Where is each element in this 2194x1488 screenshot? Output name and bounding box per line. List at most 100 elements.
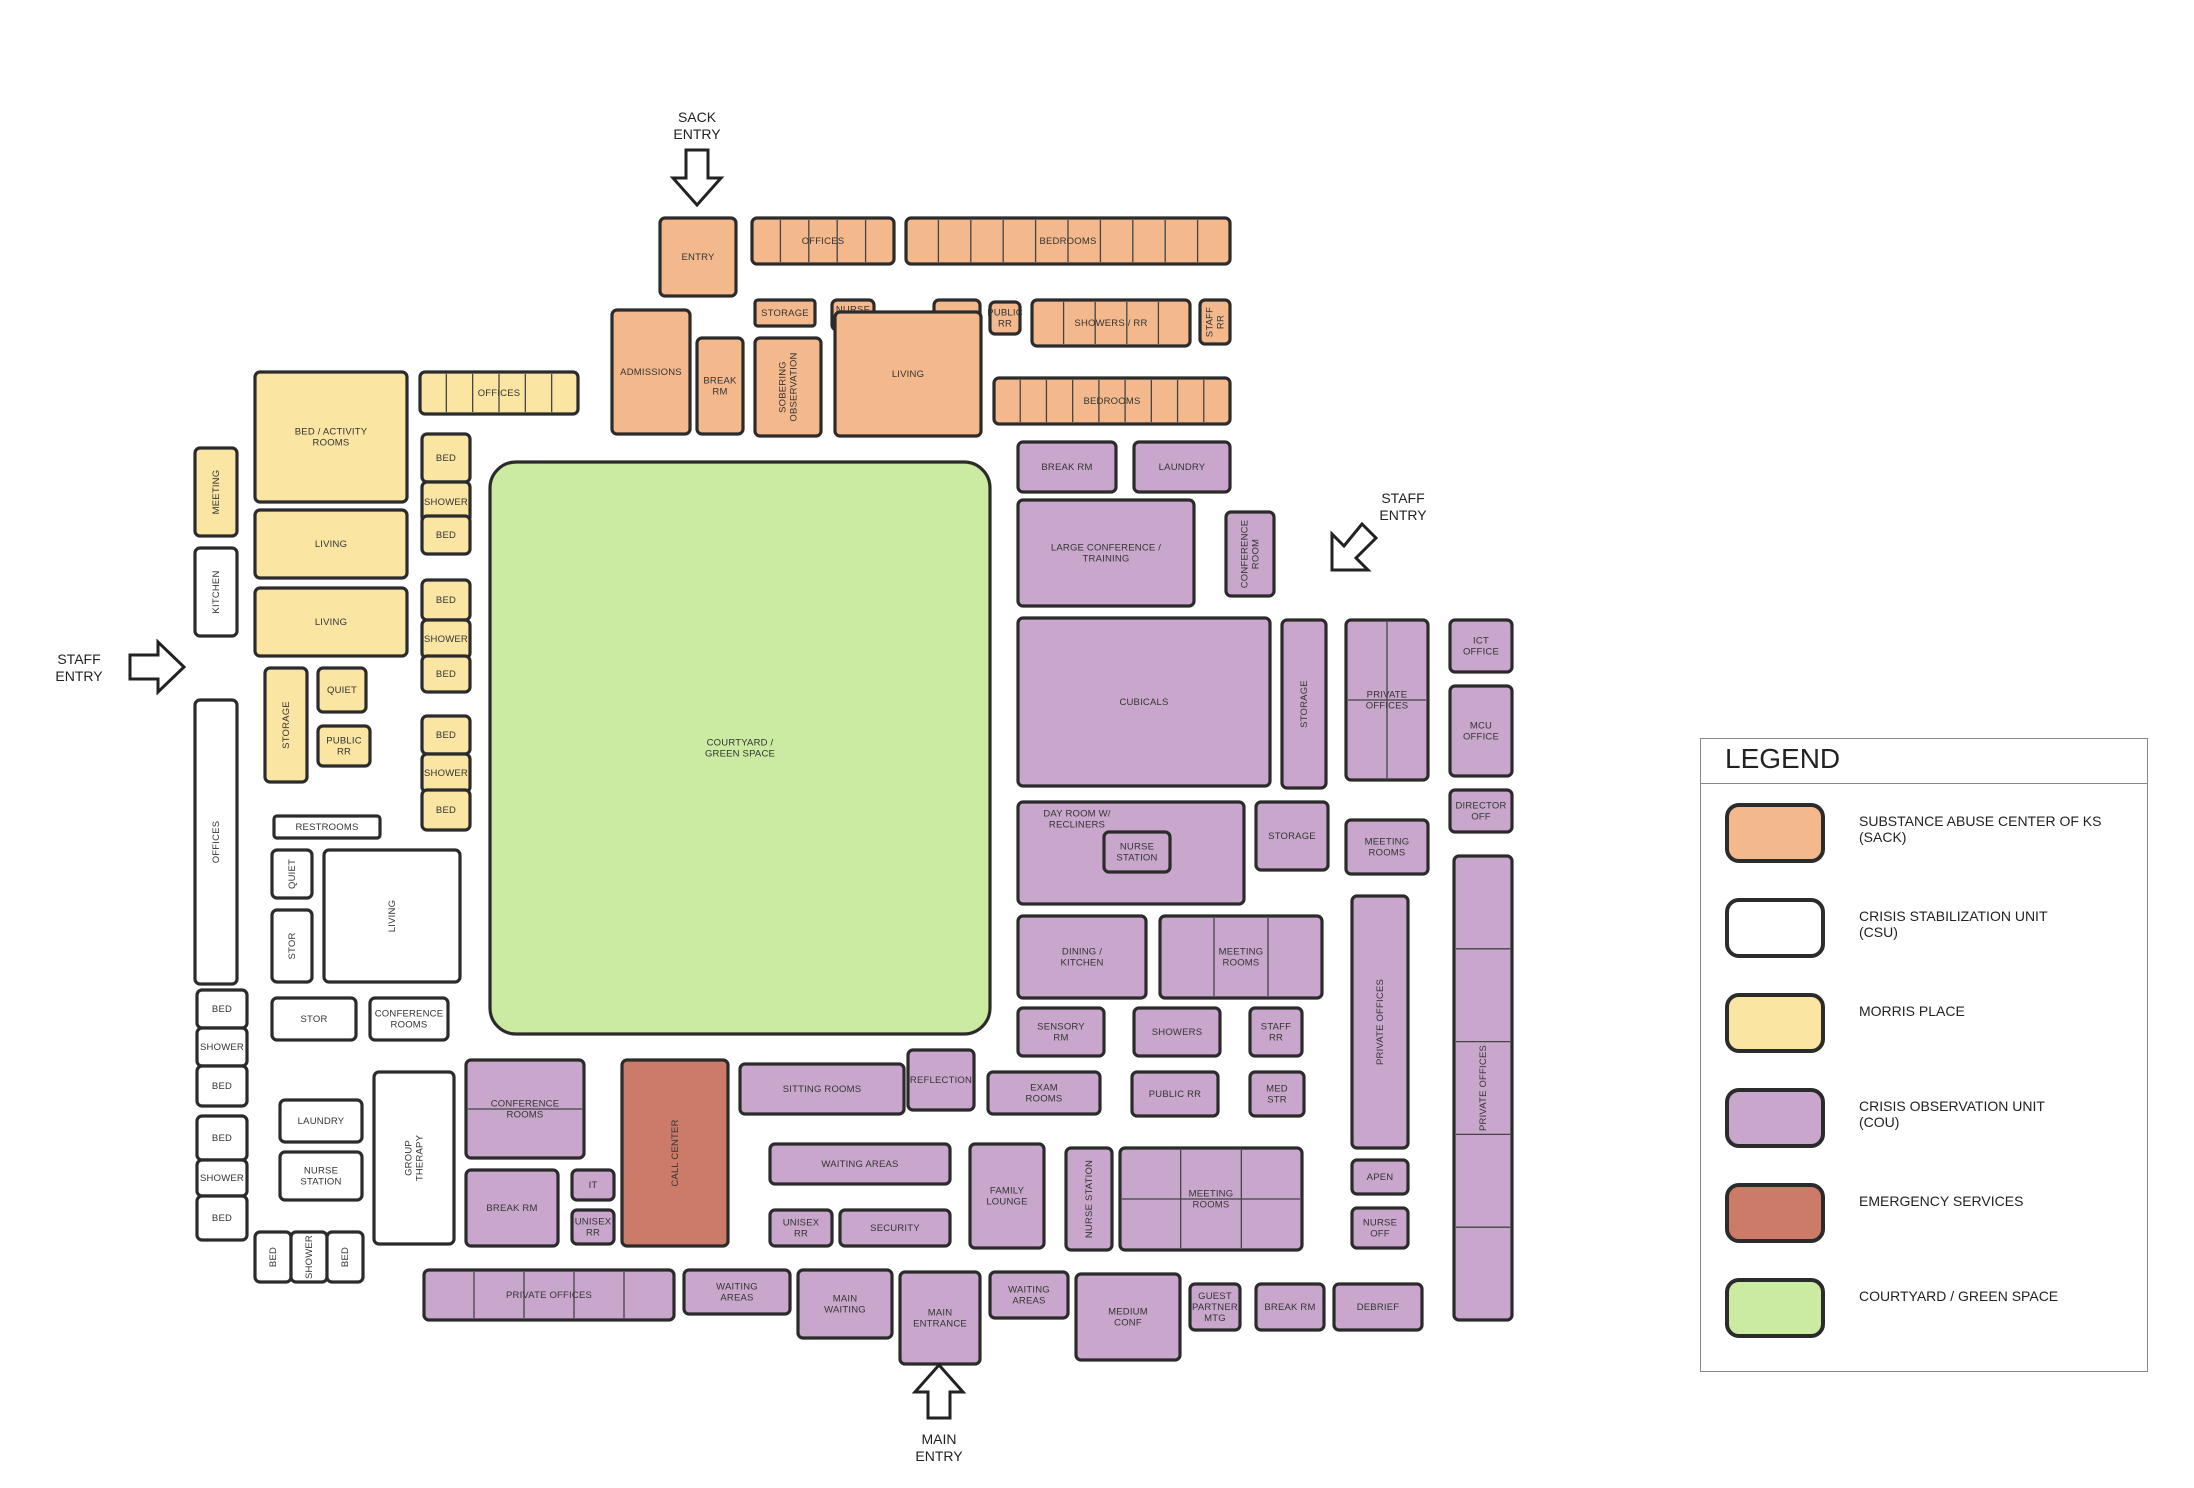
room-shape <box>372 1070 456 1246</box>
legend-item-morris: MORRIS PLACE <box>1725 993 2135 1065</box>
room-shape <box>1188 1282 1242 1332</box>
room-label: PRIVATE OFFICES <box>1375 979 1386 1065</box>
room-shape <box>195 1064 249 1108</box>
room-shape <box>263 666 309 784</box>
room-label: SECURITY <box>870 1223 920 1234</box>
room-label: BED <box>340 1247 351 1267</box>
room-shape <box>195 1194 249 1242</box>
room-label: BED <box>436 669 456 680</box>
legend-label: SUBSTANCE ABUSE CENTER OF KS (SACK) <box>1859 813 2102 845</box>
room-cou-waiting-areas-a: WAITING AREAS <box>768 1142 952 1186</box>
room-label: APEN <box>1367 1172 1394 1183</box>
room-csu-shower-2: SHOWER <box>195 1158 249 1198</box>
room-shape <box>1332 1282 1424 1332</box>
room-sack-bedrooms-top: BEDROOMS <box>904 216 1232 266</box>
room-csu-bed-2: BED <box>195 1064 249 1108</box>
room-shape <box>1344 818 1430 876</box>
room-shape <box>1448 788 1514 834</box>
room-label: ENTRY <box>681 252 714 263</box>
room-shape <box>325 1230 365 1284</box>
room-shape <box>322 848 462 984</box>
room-sack-sobering: SOBERINGOBSERVATION <box>753 336 823 438</box>
room-label: BED <box>436 453 456 464</box>
room-csu-group-therapy: GROUPTHERAPY <box>372 1070 456 1246</box>
room-label: LIVING <box>315 539 347 550</box>
room-shape <box>1016 440 1118 494</box>
room-morris-bed-3: BED <box>420 578 472 622</box>
room-shape <box>1448 684 1514 778</box>
room-label: RESTROOMS <box>295 822 358 833</box>
arrow-down-icon <box>669 148 725 208</box>
room-shape <box>1030 298 1192 348</box>
room-morris-offices: OFFICES <box>418 370 580 416</box>
room-cou-apen: APEN <box>1350 1158 1410 1196</box>
room-shape <box>768 1142 952 1186</box>
room-cou-dining-kitchen: DINING /KITCHEN <box>1016 914 1148 1000</box>
legend-title: LEGEND <box>1701 739 2147 784</box>
room-cou-break-rm-bottom: BREAK RM <box>1254 1282 1326 1332</box>
room-label: BED <box>212 1133 232 1144</box>
room-label: STORAGE <box>281 701 292 749</box>
room-cou-nurse-station-b: NURSE STATION <box>1064 1146 1114 1252</box>
room-shape <box>1350 1206 1410 1250</box>
room-shape <box>1064 1146 1114 1252</box>
room-sack-admissions: ADMISSIONS <box>610 308 692 436</box>
room-cou-public-rr: PUBLIC RR <box>1130 1070 1220 1118</box>
room-shape <box>992 376 1232 426</box>
room-shape <box>316 666 368 714</box>
room-sack-offices: OFFICES <box>750 216 896 266</box>
room-shape <box>1224 510 1276 598</box>
room-morris-bed-4: BED <box>420 654 472 694</box>
room-label: OFFICES <box>802 236 845 247</box>
room-label: BED <box>436 595 456 606</box>
room-label: DINING /KITCHEN <box>1060 946 1103 968</box>
room-csu-stor-2: STOR <box>270 996 358 1042</box>
room-courtyard: COURTYARD /GREEN SPACE <box>488 460 992 1036</box>
room-label: DEBRIEF <box>1357 1302 1400 1313</box>
room-shape <box>796 1268 894 1340</box>
room-label: NURSE STATION <box>1084 1160 1095 1238</box>
room-morris-meeting: MEETING <box>193 446 239 538</box>
room-shape <box>1448 618 1514 674</box>
legend-swatch <box>1725 898 1825 958</box>
room-cou-conference-room: CONFERENCEROOM <box>1224 510 1276 598</box>
room-cou-break-rm: BREAK RM <box>464 1168 560 1248</box>
legend-label: EMERGENCY SERVICES <box>1859 1193 2024 1209</box>
room-label: BEDROOMS <box>1039 236 1096 247</box>
room-label: BED <box>436 730 456 741</box>
room-label: CUBICALS <box>1119 697 1168 708</box>
room-label: BED <box>268 1247 279 1267</box>
room-label: BED <box>212 1213 232 1224</box>
room-cou-storage-tall: STORAGE <box>1280 618 1328 790</box>
room-shape <box>1280 618 1328 790</box>
room-csu-shower-1: SHOWER <box>195 1026 249 1068</box>
room-label: SOBERINGOBSERVATION <box>777 352 799 421</box>
room-shape <box>193 546 239 638</box>
room-sack-storage: STORAGE <box>753 298 817 328</box>
room-label: PUBLIC RR <box>1149 1089 1201 1100</box>
room-label: SHOWER <box>424 768 468 779</box>
